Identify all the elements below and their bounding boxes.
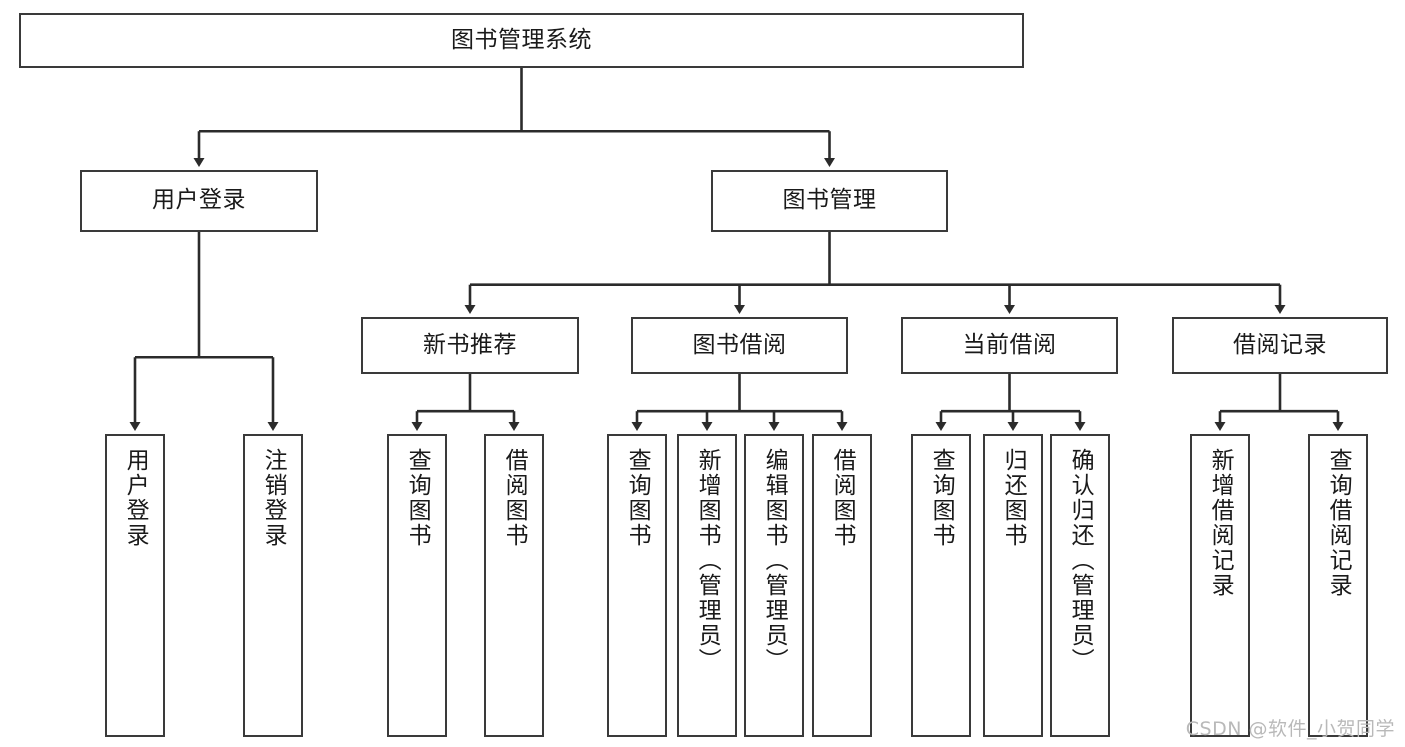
node-leaf-return-book[interactable]: 归还图书 <box>983 434 1043 737</box>
node-label: 借阅图书 <box>501 448 528 548</box>
node-label: 新增图书（管理员） <box>694 448 721 673</box>
node-label: 查询图书 <box>624 448 651 548</box>
node-label: 归还图书 <box>1000 448 1027 548</box>
node-leaf-user-login[interactable]: 用户登录 <box>105 434 165 737</box>
node-label: 查询图书 <box>928 448 955 548</box>
node-book-borrow[interactable]: 图书借阅 <box>631 317 848 374</box>
node-label: 编辑图书（管理员） <box>761 448 788 673</box>
node-user-login[interactable]: 用户登录 <box>80 170 318 232</box>
node-label: 查询借阅记录 <box>1325 448 1352 598</box>
node-leaf-add-record[interactable]: 新增借阅记录 <box>1190 434 1250 737</box>
node-label: 用户登录 <box>122 448 149 548</box>
node-leaf-query-book-2[interactable]: 查询图书 <box>607 434 667 737</box>
node-label: 借阅图书 <box>829 448 856 548</box>
node-leaf-confirm-return[interactable]: 确认归还（管理员） <box>1050 434 1110 737</box>
node-leaf-logout[interactable]: 注销登录 <box>243 434 303 737</box>
node-leaf-query-record[interactable]: 查询借阅记录 <box>1308 434 1368 737</box>
node-label: 图书借阅 <box>692 331 787 358</box>
node-borrow-record[interactable]: 借阅记录 <box>1172 317 1388 374</box>
node-new-book-recommend[interactable]: 新书推荐 <box>361 317 579 374</box>
node-label: 图书管理 <box>782 187 877 214</box>
node-book-manage[interactable]: 图书管理 <box>711 170 948 232</box>
node-label: 注销登录 <box>260 448 287 548</box>
watermark-text: CSDN @软件_小贺同学 <box>1185 718 1395 740</box>
node-label: 用户登录 <box>152 187 246 214</box>
node-label: 借阅记录 <box>1233 331 1327 358</box>
node-label: 图书管理系统 <box>451 26 592 53</box>
node-leaf-borrow-book-2[interactable]: 借阅图书 <box>812 434 872 737</box>
node-label: 新书推荐 <box>423 331 517 358</box>
node-root[interactable]: 图书管理系统 <box>19 13 1024 68</box>
node-label: 新增借阅记录 <box>1207 448 1234 598</box>
node-leaf-add-book[interactable]: 新增图书（管理员） <box>677 434 737 737</box>
node-leaf-edit-book[interactable]: 编辑图书（管理员） <box>744 434 804 737</box>
node-current-borrow[interactable]: 当前借阅 <box>901 317 1118 374</box>
node-leaf-query-book-1[interactable]: 查询图书 <box>387 434 447 737</box>
node-label: 确认归还（管理员） <box>1067 448 1094 673</box>
node-label: 查询图书 <box>404 448 431 548</box>
node-leaf-borrow-book-1[interactable]: 借阅图书 <box>484 434 544 737</box>
node-label: 当前借阅 <box>962 331 1057 358</box>
node-leaf-query-book-3[interactable]: 查询图书 <box>911 434 971 737</box>
